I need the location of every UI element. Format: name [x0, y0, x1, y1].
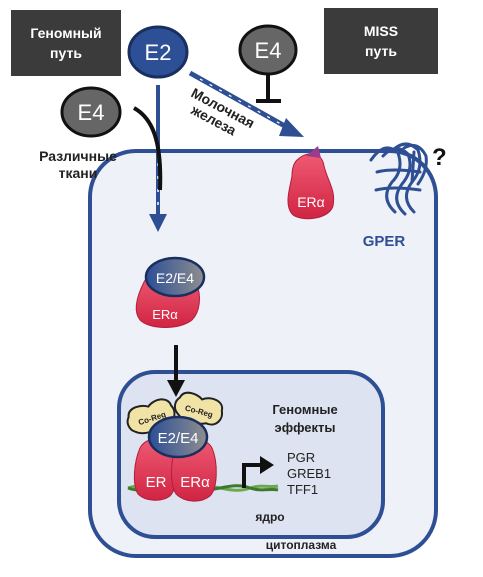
genomic-pathway-box: Геномный путь: [11, 10, 121, 76]
gper-question-mark: ?: [432, 144, 447, 171]
cyto-e2e4-ligand: [144, 256, 206, 298]
cyto-era-label: ERα: [152, 307, 178, 322]
tissues-label-line1: Различные: [39, 148, 117, 164]
membrane-anchor: [306, 146, 321, 158]
membrane-era-label: ERα: [297, 194, 325, 210]
complex-to-nucleus-arrow-head: [167, 380, 185, 397]
mammary-label: Молочная железа: [188, 85, 258, 139]
e2-miss-arrow-head: [279, 118, 304, 137]
genomic-box-line2: путь: [50, 45, 82, 61]
transcription-arrow: [242, 463, 262, 488]
gene-tff1: TFF1: [287, 482, 318, 497]
nucleus-er-right-label: ERα: [180, 474, 210, 491]
membrane-era-receptor: [287, 153, 335, 220]
gene-pgr: PGR: [287, 450, 315, 465]
e4-molecule-left-label: E4: [78, 100, 105, 125]
e2-molecule: [127, 25, 189, 79]
nucleus-er-left-label: ER: [146, 474, 167, 491]
e4-molecule-left: [60, 86, 122, 138]
nucleus-e2e4-ligand: [147, 415, 209, 459]
cyto-e2e4-label: E2/E4: [156, 270, 194, 286]
tissues-label-line2: ткани: [58, 165, 98, 181]
nucleus-e2e4-label: E2/E4: [158, 430, 199, 447]
e2-genomic-arrow-head: [149, 214, 167, 232]
coreg-right: Co-Reg: [173, 391, 224, 426]
genomic-box-line1: Геномный: [30, 25, 102, 41]
e4-molecule-top-label: E4: [255, 38, 282, 63]
nucleus-label: ядро: [255, 510, 284, 524]
gper-label: GPER: [363, 233, 406, 250]
transcription-arrow-head: [260, 456, 274, 474]
miss-box-line1: MISS: [363, 23, 399, 39]
cytoplasm-label: цитоплазма: [266, 538, 337, 552]
e2-molecule-label: E2: [145, 40, 172, 65]
genomic-effects-line2: эффекты: [275, 420, 336, 435]
tissues-label: Различные ткани: [28, 148, 128, 182]
gene-greb1: GREB1: [287, 466, 331, 481]
e4-curved-arrow: [132, 106, 163, 191]
miss-pathway-box: MISS путь: [324, 8, 438, 74]
e4-molecule-top: [238, 24, 298, 76]
miss-box-line2: путь: [365, 43, 397, 59]
genomic-effects-line1: Геномные: [272, 402, 337, 417]
gper-receptor: [369, 142, 428, 216]
